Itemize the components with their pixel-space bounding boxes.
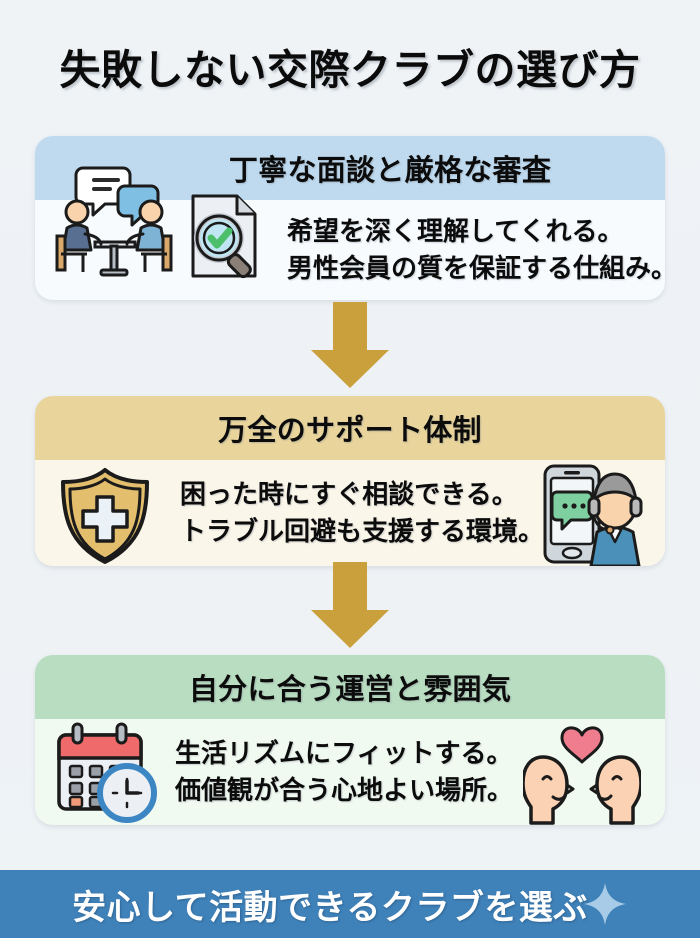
- card-2-header: 万全のサポート体制: [35, 396, 665, 460]
- card-2-line-2: トラブル回避も支援する環境。: [180, 516, 545, 546]
- footer-text: 安心して活動できるクラブを選ぶ: [72, 888, 588, 927]
- shield-cross-icon: [55, 466, 155, 566]
- card-3-text: 生活リズムにフィットする。 価値観が合う心地よい場所。: [175, 735, 513, 809]
- card-3-header: 自分に合う運営と雰囲気: [35, 655, 665, 719]
- card-1-body: 希望を深く理解してくれる。 男性会員の質を保証する仕組み。: [35, 166, 665, 300]
- support-agent-phone-icon: [527, 460, 647, 566]
- page-title-area: 失敗しない交際クラブの選び方: [0, 0, 700, 132]
- card-3-line-1: 生活リズムにフィットする。: [175, 738, 513, 769]
- flow-arrow-2: [302, 562, 398, 648]
- page-title: 失敗しない交際クラブの選び方: [59, 47, 641, 93]
- footer-banner: 安心して活動できるクラブを選ぶ: [0, 870, 700, 938]
- interview-people-icon: [47, 158, 179, 290]
- card-2-line-1: 困った時にすぐ相談できる。: [180, 479, 518, 510]
- couple-heart-icon: [521, 721, 643, 825]
- card-1-text: 希望を深く理解してくれる。 男性会員の質を保証する仕組み。: [287, 213, 665, 287]
- feature-card-1: 丁寧な面談と厳格な審査: [35, 136, 665, 300]
- card-2-heading: 万全のサポート体制: [218, 415, 482, 447]
- flow-arrow-1: [302, 302, 398, 388]
- card-3-body: 生活リズムにフィットする。 価値観が合う心地よい場所。: [35, 719, 665, 825]
- feature-card-3: 自分に合う運営と雰囲気: [35, 655, 665, 825]
- card-1-heading: 丁寧な面談と厳格な審査: [228, 155, 552, 187]
- calendar-clock-icon: [51, 721, 161, 823]
- card-2-body: 困った時にすぐ相談できる。 トラブル回避も支援する環境。: [35, 460, 665, 566]
- card-2-text: 困った時にすぐ相談できる。 トラブル回避も支援する環境。: [180, 476, 544, 550]
- sparkle-icon: [582, 881, 628, 927]
- document-check-magnifier-icon: [175, 188, 271, 284]
- feature-card-2: 万全のサポート体制: [35, 396, 665, 566]
- card-1-line-1: 希望を深く理解してくれる。: [287, 216, 624, 247]
- card-3-heading: 自分に合う運営と雰囲気: [188, 674, 512, 706]
- card-1-line-2: 男性会員の質を保証する仕組み。: [287, 253, 665, 283]
- card-3-line-2: 価値観が合う心地よい場所。: [175, 775, 514, 805]
